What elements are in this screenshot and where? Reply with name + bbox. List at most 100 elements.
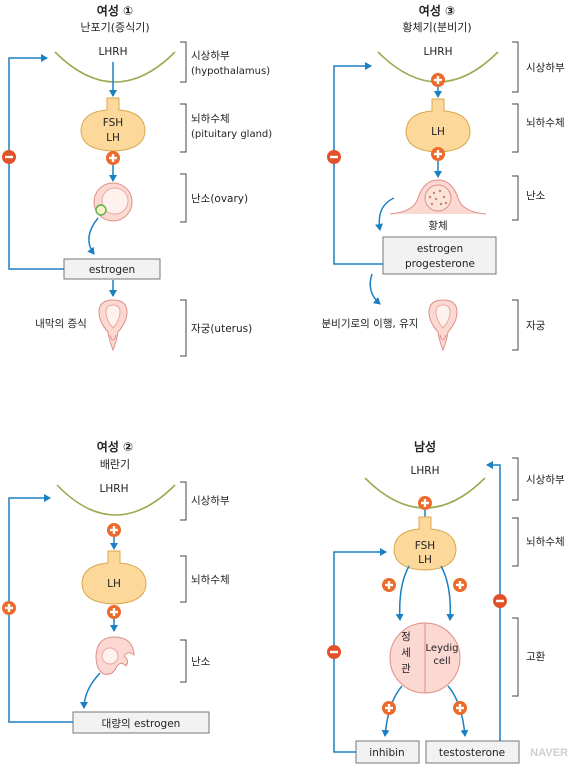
hypothalamus-label: 시상하부 <box>526 61 565 74</box>
pituitary-gland <box>80 97 146 152</box>
brace <box>180 555 187 603</box>
lhrh-label: LHRH <box>424 46 453 58</box>
hormone-secretion-arrow <box>375 197 395 231</box>
hypothalamus-label: 시상하부 <box>191 49 230 62</box>
lhrh-label: LHRH <box>99 46 128 58</box>
large-estrogen-label: 대량의 estrogen <box>102 718 181 730</box>
naver-watermark: NAVER <box>530 747 568 759</box>
lh-label: LH <box>106 132 120 144</box>
plus-icon <box>431 147 445 161</box>
estrogen-secretion-arrow <box>87 217 99 255</box>
hypothalamus-label: 시상하부 <box>191 494 230 507</box>
leydig-cell-label: cell <box>433 656 450 667</box>
estrogen-label: estrogen <box>89 264 135 276</box>
lhrh-label: LHRH <box>411 465 440 477</box>
panel3-title: 여성 ③ <box>419 3 455 18</box>
corpus-luteum-label: 황체 <box>428 220 447 232</box>
endometrium-proliferation-label: 내막의 증식 <box>35 318 87 330</box>
secretory-phase-label: 분비기로의 이행, 유지 <box>322 318 419 330</box>
progesterone-label: progesterone <box>405 258 475 270</box>
brace <box>180 639 187 683</box>
pituitary-en-label: (pituitary gland) <box>191 129 272 140</box>
testosterone-feedback-arrow <box>486 461 501 741</box>
ovary-follicle-icon <box>93 182 133 222</box>
hypothalamus-label: 시상하부 <box>526 473 565 486</box>
negative-feedback-arrow <box>8 54 64 270</box>
ovary-label: 난소(ovary) <box>191 193 248 205</box>
brace <box>180 41 187 83</box>
minus-icon <box>327 645 341 659</box>
lhrh-label: LHRH <box>100 483 129 495</box>
brace <box>512 517 519 567</box>
panel2-subtitle: 배란기 <box>100 458 130 471</box>
negative-feedback-arrow <box>333 62 383 265</box>
brace <box>512 41 519 93</box>
uterus-label: 자궁 <box>526 320 546 332</box>
brace <box>512 617 519 697</box>
seminiferous-char-1: 정 <box>401 631 411 643</box>
panel-female-ovulation: 여성 ② 배란기 LHRH LH 대량의 estrogen 시상하부 뇌하수체 … <box>2 439 230 734</box>
estrogen-secretion-arrow <box>80 672 101 709</box>
plus-icon <box>107 605 121 619</box>
brace <box>512 175 519 221</box>
fsh-arrow <box>395 565 410 621</box>
brace <box>180 173 187 223</box>
seminiferous-char-3: 관 <box>401 663 411 675</box>
pituitary-label: 뇌하수체 <box>191 112 230 125</box>
ruptured-follicle-icon <box>95 636 135 675</box>
testosterone-box <box>425 740 520 764</box>
plus-icon <box>453 701 467 715</box>
hormone-to-uterus-arrow <box>369 273 381 305</box>
pituitary-gland <box>81 550 147 605</box>
leydig-label: Leydig <box>426 643 459 654</box>
lh-label: LH <box>418 554 432 566</box>
uterus-icon <box>428 299 458 352</box>
positive-feedback-arrow <box>8 494 73 723</box>
testis-label: 고환 <box>526 651 546 663</box>
panel-male: 남성 LHRH FSH LH 정 세 관 Leydig cell inhibin… <box>327 439 565 764</box>
hypothalamus-en-label: (hypothalamus) <box>191 66 270 77</box>
ovary-label: 난소 <box>191 656 211 668</box>
lh-arrow <box>440 565 455 621</box>
pituitary-label: 뇌하수체 <box>526 116 565 129</box>
pituitary-gland <box>393 516 457 571</box>
testosterone-label: testosterone <box>439 747 505 759</box>
plus-icon <box>418 496 432 510</box>
plus-icon <box>2 601 16 615</box>
fsh-label: FSH <box>103 117 123 129</box>
lh-label: LH <box>431 126 445 138</box>
brace <box>180 481 187 521</box>
panel-female-luteal: 여성 ③ 황체기(분비기) LHRH LH 황체 estrogen proges… <box>322 3 565 352</box>
brace <box>180 299 187 357</box>
hypothalamus-arc <box>56 484 176 516</box>
panel2-title: 여성 ② <box>97 439 133 454</box>
inhibin-label: inhibin <box>369 747 404 759</box>
estrogen-label: estrogen <box>417 243 463 255</box>
brace <box>180 103 187 153</box>
panel3-subtitle: 황체기(분비기) <box>402 21 471 34</box>
plus-icon <box>107 523 121 537</box>
seminiferous-char-2: 세 <box>401 647 411 659</box>
minus-icon <box>327 150 341 164</box>
panel4-title: 남성 <box>414 439 436 454</box>
brace <box>512 103 519 153</box>
plus-icon <box>382 578 396 592</box>
plus-icon <box>431 73 445 87</box>
minus-icon <box>493 594 507 608</box>
corpus-luteum-icon <box>389 179 487 215</box>
uterus-label: 자궁(uterus) <box>191 323 252 335</box>
panel1-title: 여성 ① <box>97 3 133 18</box>
fsh-label: FSH <box>415 540 435 552</box>
uterus-icon <box>98 299 128 352</box>
brace <box>512 457 519 501</box>
inhibin-feedback-arrow <box>333 548 387 753</box>
pituitary-label: 뇌하수체 <box>526 535 565 548</box>
hypothalamus-arc <box>54 51 176 83</box>
plus-icon <box>106 151 120 165</box>
panel-female-follicular: 여성 ① 난포기(증식기) LHRH FSH LH estrogen 내막의 증… <box>2 3 272 357</box>
brace <box>512 299 519 351</box>
plus-icon <box>453 578 467 592</box>
lh-label: LH <box>107 578 121 590</box>
panel1-subtitle: 난포기(증식기) <box>80 21 149 34</box>
